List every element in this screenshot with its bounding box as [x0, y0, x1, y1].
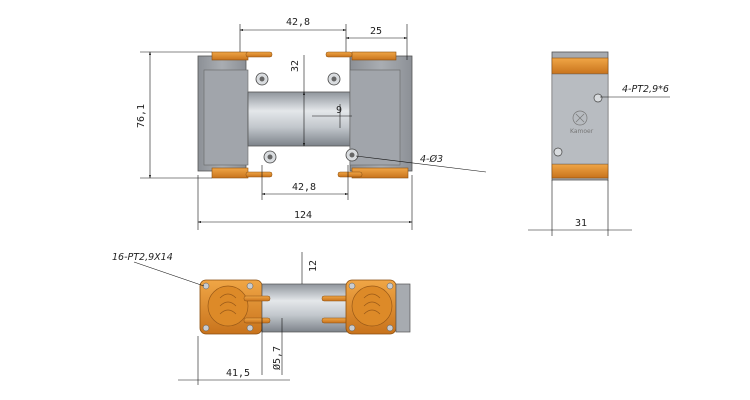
callout-screw: 4-PT2,9*6 — [622, 84, 669, 95]
dim-bottom-port-spacing: 42,8 — [292, 182, 316, 193]
motor-cylinder — [247, 91, 353, 147]
bottom-view: 16-PT2,9X14 12 Ø5,7 41,5 — [112, 252, 411, 385]
dim-total-width: 124 — [294, 210, 312, 221]
brand-logo-icon — [572, 110, 588, 126]
dim-total-height: 76,1 — [136, 104, 147, 128]
callout-holes: 4-Ø3 — [420, 154, 443, 165]
front-view: 42,8 25 32 9 76,1 42,8 124 4-Ø3 — [136, 17, 487, 230]
dim-cylinder-height: 32 — [290, 60, 301, 72]
side-brand-text: Kamoer — [570, 128, 594, 135]
dim-left-offset: 41,5 — [226, 368, 250, 379]
dim-side-width: 31 — [575, 218, 587, 229]
callout-screws: 16-PT2,9X14 — [112, 252, 173, 263]
dim-bottom-height: 12 — [308, 260, 319, 272]
dim-top-port-spacing: 42,8 — [286, 17, 310, 28]
right-pump-head — [325, 51, 413, 179]
side-view: Kamoer 4-PT2,9*6 31 — [528, 51, 670, 236]
dim-pin-offset: 9 — [336, 105, 342, 116]
dim-right-offset: 25 — [370, 26, 382, 37]
front-dimension-lines — [140, 24, 487, 230]
dim-port-diameter: Ø5,7 — [271, 346, 283, 370]
left-pump-head — [197, 51, 277, 179]
